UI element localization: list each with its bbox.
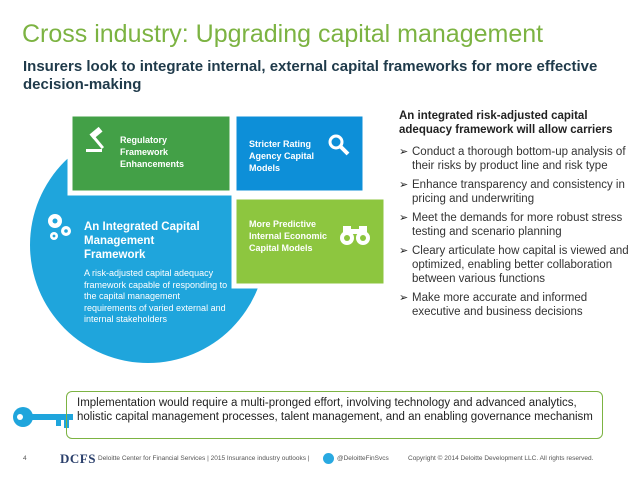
arrow-bullet-icon: ➢ xyxy=(399,292,409,304)
benefit-item: ➢ Cleary articulate how capital is viewe… xyxy=(399,244,629,286)
integrated-heading: An Integrated Capital Management Framewo… xyxy=(84,221,200,261)
benefit-item: ➢ Meet the demands for more robust stres… xyxy=(399,211,629,239)
arrow-bullet-icon: ➢ xyxy=(399,212,409,224)
arrow-bullet-icon: ➢ xyxy=(399,146,409,158)
diagram-shapes xyxy=(30,111,388,363)
benefit-text: Enhance transparency and consistency in … xyxy=(412,179,625,205)
gavel-icon xyxy=(86,126,105,152)
footer: 4 DCFS Deloitte Center for Financial Ser… xyxy=(0,451,638,466)
implementation-callout: Implementation would require a multi-pro… xyxy=(66,391,603,439)
page-title: Cross industry: Upgrading capital manage… xyxy=(22,20,544,48)
regulatory-label: Regulatory Framework Enhancements xyxy=(120,135,185,169)
benefit-item: ➢ Enhance transparency and consistency i… xyxy=(399,178,629,206)
benefit-text: Conduct a thorough bottom-up analysis of… xyxy=(412,146,626,172)
benefit-item: ➢ Conduct a thorough bottom-up analysis … xyxy=(399,145,629,173)
dcfs-logo: DCFS xyxy=(60,451,96,466)
benefits-column: An integrated risk-adjusted capital adeq… xyxy=(399,109,629,324)
footer-note: Deloitte Center for Financial Services |… xyxy=(98,455,310,462)
twitter-icon xyxy=(323,453,334,464)
integrated-description: A risk-adjusted capital adequacy framewo… xyxy=(84,268,228,325)
arrow-bullet-icon: ➢ xyxy=(399,179,409,191)
page-subtitle: Insurers look to integrate internal, ext… xyxy=(23,58,598,93)
page-number: 4 xyxy=(23,455,27,462)
benefit-text: Cleary articulate how capital is viewed … xyxy=(412,245,629,285)
benefit-text: Meet the demands for more robust stress … xyxy=(412,212,623,238)
copyright: Copyright © 2014 Deloitte Development LL… xyxy=(408,455,594,462)
rating-box xyxy=(231,111,368,196)
benefit-text: Make more accurate and informed executiv… xyxy=(412,292,588,318)
capital-framework-diagram: Regulatory Framework Enhancements Strict… xyxy=(28,100,388,370)
benefit-item: ➢ Make more accurate and informed execut… xyxy=(399,291,629,319)
binoculars-icon xyxy=(340,226,370,245)
arrow-bullet-icon: ➢ xyxy=(399,245,409,257)
rating-label: Stricter Rating Agency Capital Models xyxy=(249,139,315,173)
benefits-heading: An integrated risk-adjusted capital adeq… xyxy=(399,110,613,136)
predictive-label: More Predictive Internal Economic Capita… xyxy=(249,219,328,253)
magnifier-icon xyxy=(328,134,350,156)
twitter-handle[interactable]: @DeloitteFinSvcs xyxy=(337,455,389,462)
gears-icon xyxy=(48,214,71,240)
